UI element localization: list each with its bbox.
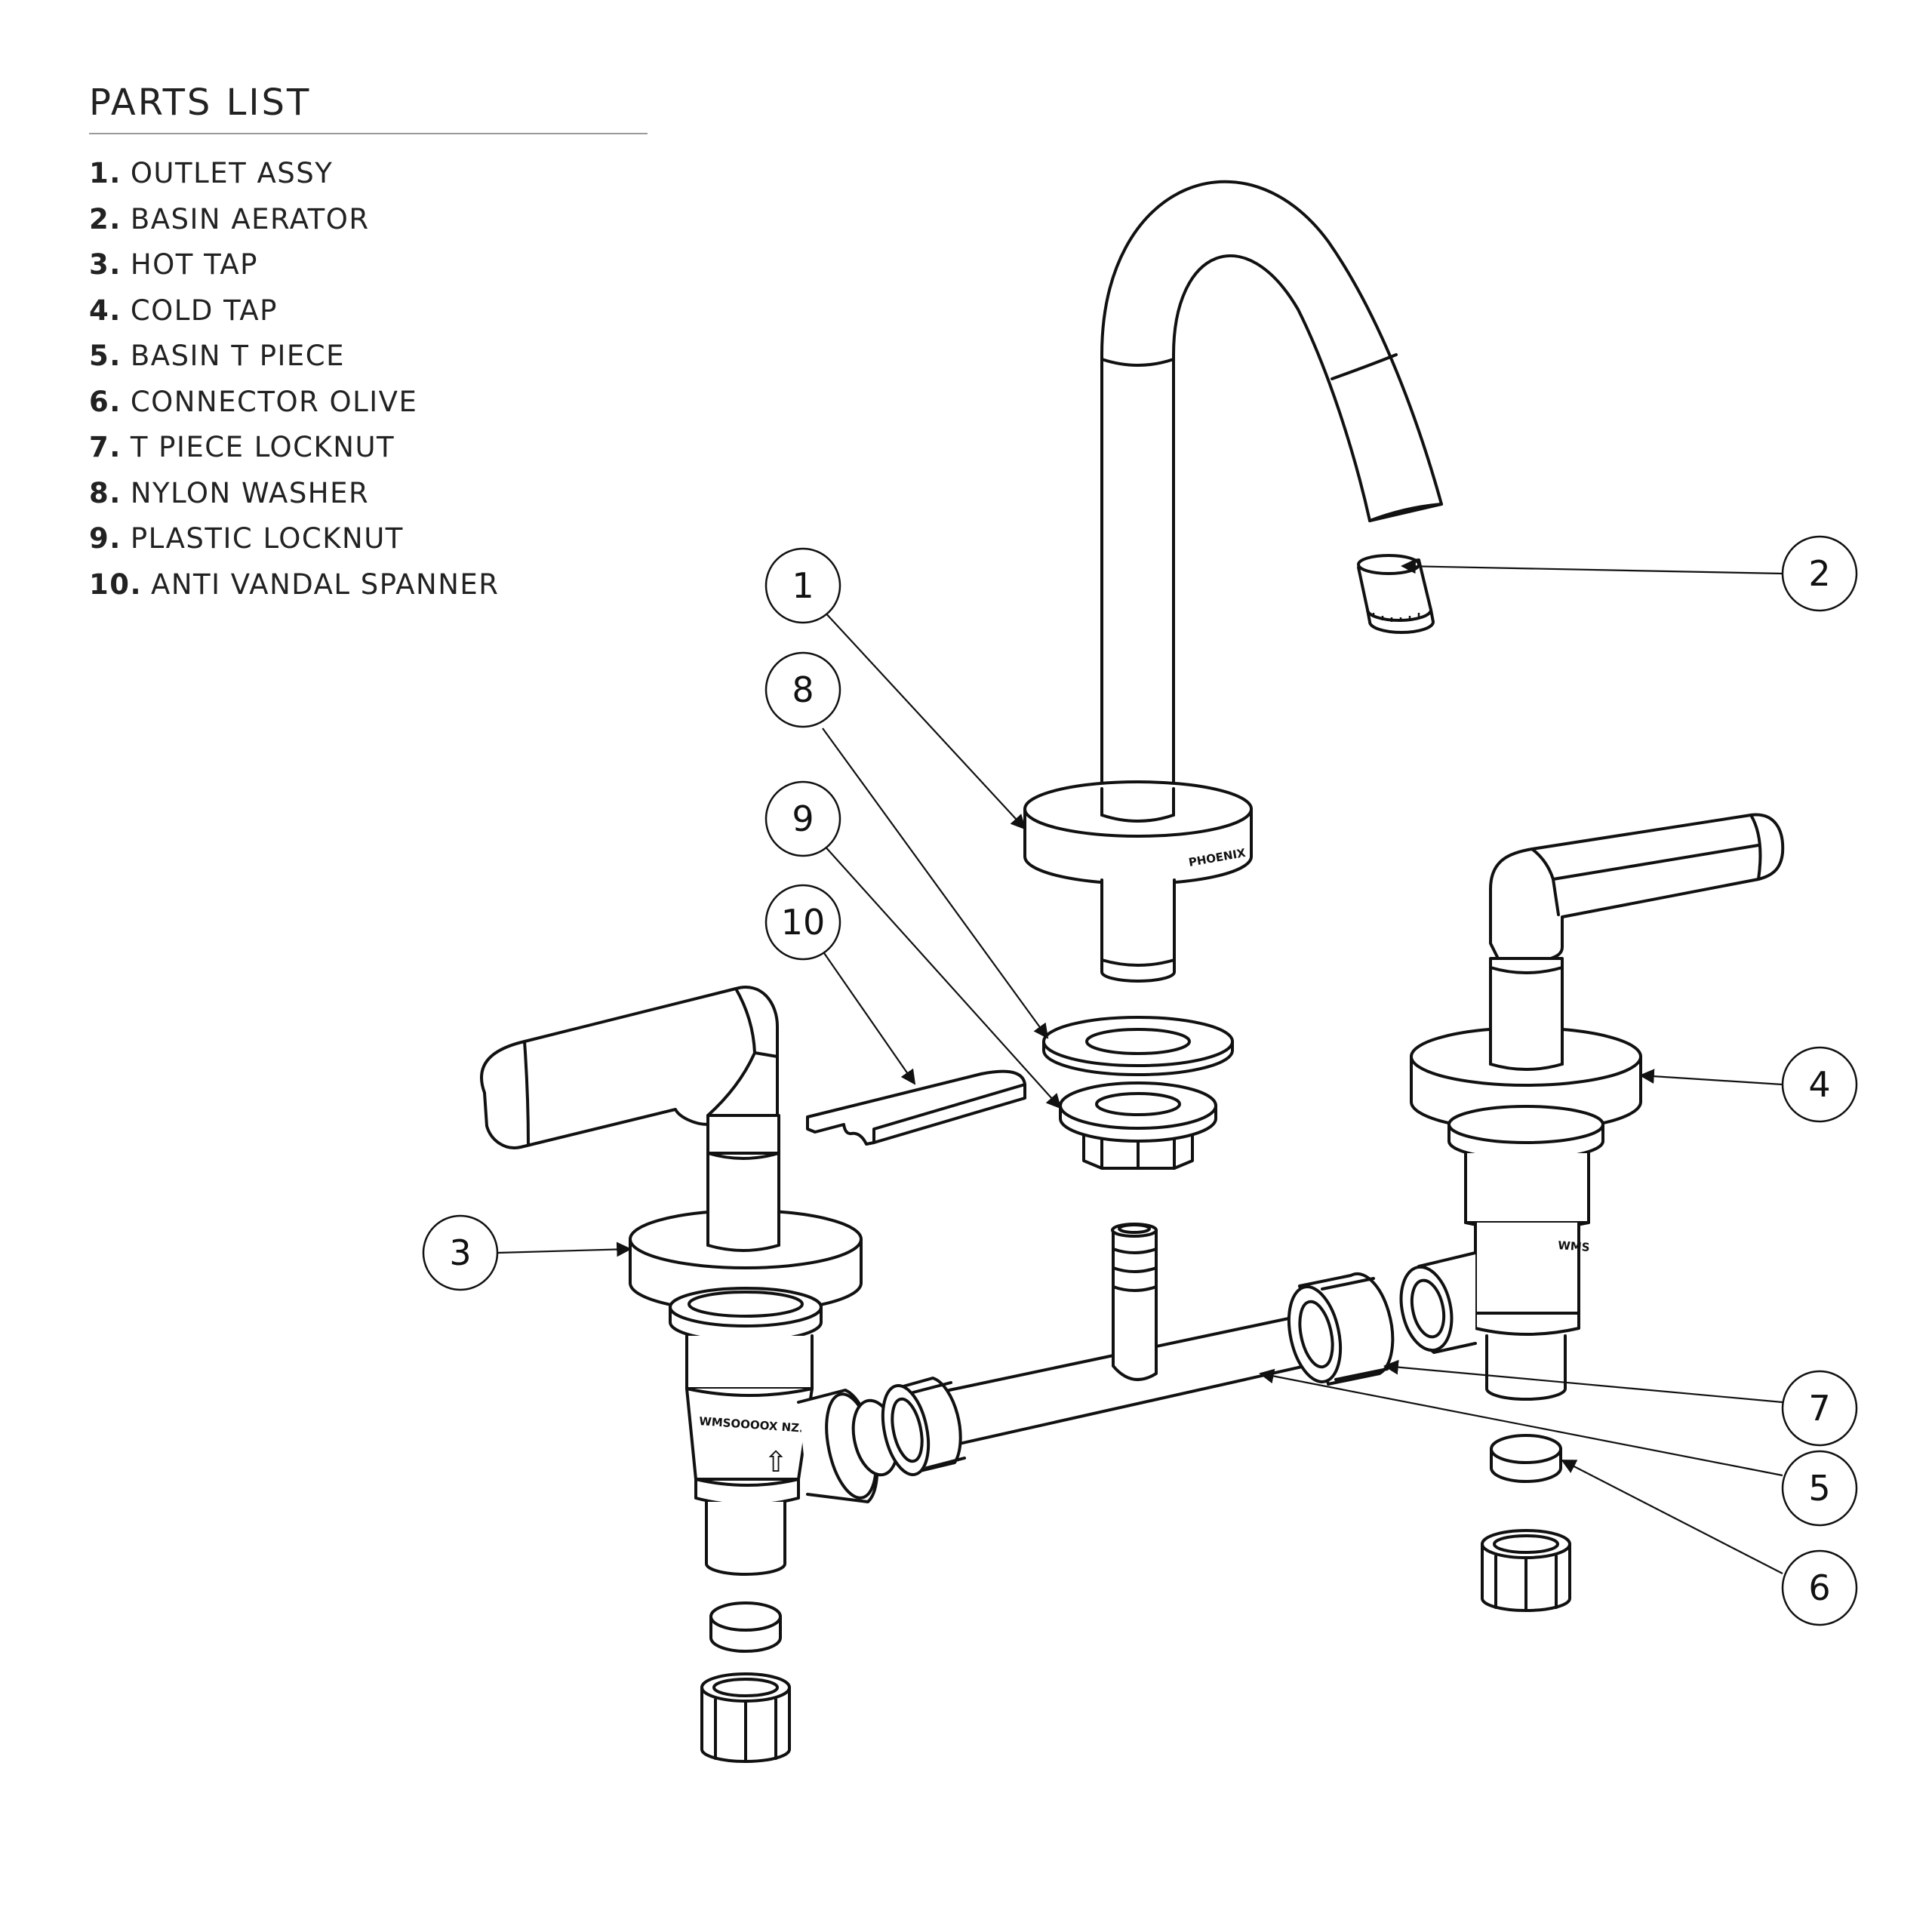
callout-5-label: 5: [1808, 1468, 1830, 1509]
cold-side-nut: [1481, 1529, 1571, 1612]
parts-list-item: 10.ANTI VANDAL SPANNER: [89, 568, 500, 601]
parts-list: PARTS LIST 1.OUTLET ASSY 2.BASIN AERATOR…: [89, 82, 648, 608]
callout-3: 3: [422, 1214, 499, 1291]
callout-8-label: 8: [792, 669, 814, 710]
leader-lines: [497, 558, 1783, 1574]
cold-body-code: WMS: [1558, 1238, 1590, 1254]
callout-10-label: 10: [781, 902, 826, 943]
outlet-assy: PHOENIX: [1023, 180, 1443, 983]
parts-list-title: PARTS LIST: [89, 82, 648, 134]
callout-5: 5: [1781, 1450, 1858, 1527]
parts-list-item: 7.T PIECE LOCKNUT: [89, 431, 395, 463]
parts-list-item: 9.PLASTIC LOCKNUT: [89, 522, 404, 555]
callout-7: 7: [1781, 1370, 1858, 1447]
parts-list-item: 4.COLD TAP: [89, 294, 278, 327]
basin-t-piece: [919, 1223, 1340, 1451]
callout-10: 10: [764, 884, 841, 961]
hot-tap: WMSOOOOX NZ.DR ⇧: [480, 986, 900, 1576]
hot-side-nut: [700, 1672, 791, 1763]
plastic-locknut: [1059, 1081, 1217, 1170]
t-piece-locknut-right: [1287, 1272, 1395, 1386]
t-piece-locknut-left: [881, 1377, 966, 1476]
callout-6-label: 6: [1808, 1567, 1830, 1608]
callout-1: 1: [764, 547, 841, 624]
parts-list-item: 3.HOT TAP: [89, 248, 258, 281]
callout-3-label: 3: [449, 1232, 471, 1273]
parts-list-item: 5.BASIN T PIECE: [89, 340, 346, 372]
nylon-washer: [1042, 1016, 1234, 1076]
parts-list-items: 1.OUTLET ASSY 2.BASIN AERATOR 3.HOT TAP …: [89, 151, 648, 608]
callout-9: 9: [764, 780, 841, 857]
hot-side-olive: [709, 1601, 782, 1653]
anti-vandal-spanner: [806, 1069, 1026, 1146]
callout-7-label: 7: [1808, 1388, 1830, 1429]
callout-6: 6: [1781, 1549, 1858, 1626]
parts-list-item: 1.OUTLET ASSY: [89, 157, 334, 189]
callout-1-label: 1: [792, 565, 814, 606]
callout-4-label: 4: [1808, 1064, 1830, 1105]
cold-tap: WMS: [1399, 813, 1785, 1401]
callout-4: 4: [1781, 1046, 1858, 1123]
callout-8: 8: [764, 651, 841, 728]
callout-9-label: 9: [792, 798, 814, 839]
callout-2: 2: [1781, 535, 1858, 612]
flow-arrow-icon: ⇧: [764, 1445, 788, 1478]
parts-list-item: 6.CONNECTOR OLIVE: [89, 385, 418, 418]
callout-2-label: 2: [1808, 553, 1830, 594]
cold-side-olive: [1490, 1434, 1562, 1483]
parts-list-item: 8.NYLON WASHER: [89, 476, 370, 509]
parts-list-item: 2.BASIN AERATOR: [89, 202, 370, 235]
